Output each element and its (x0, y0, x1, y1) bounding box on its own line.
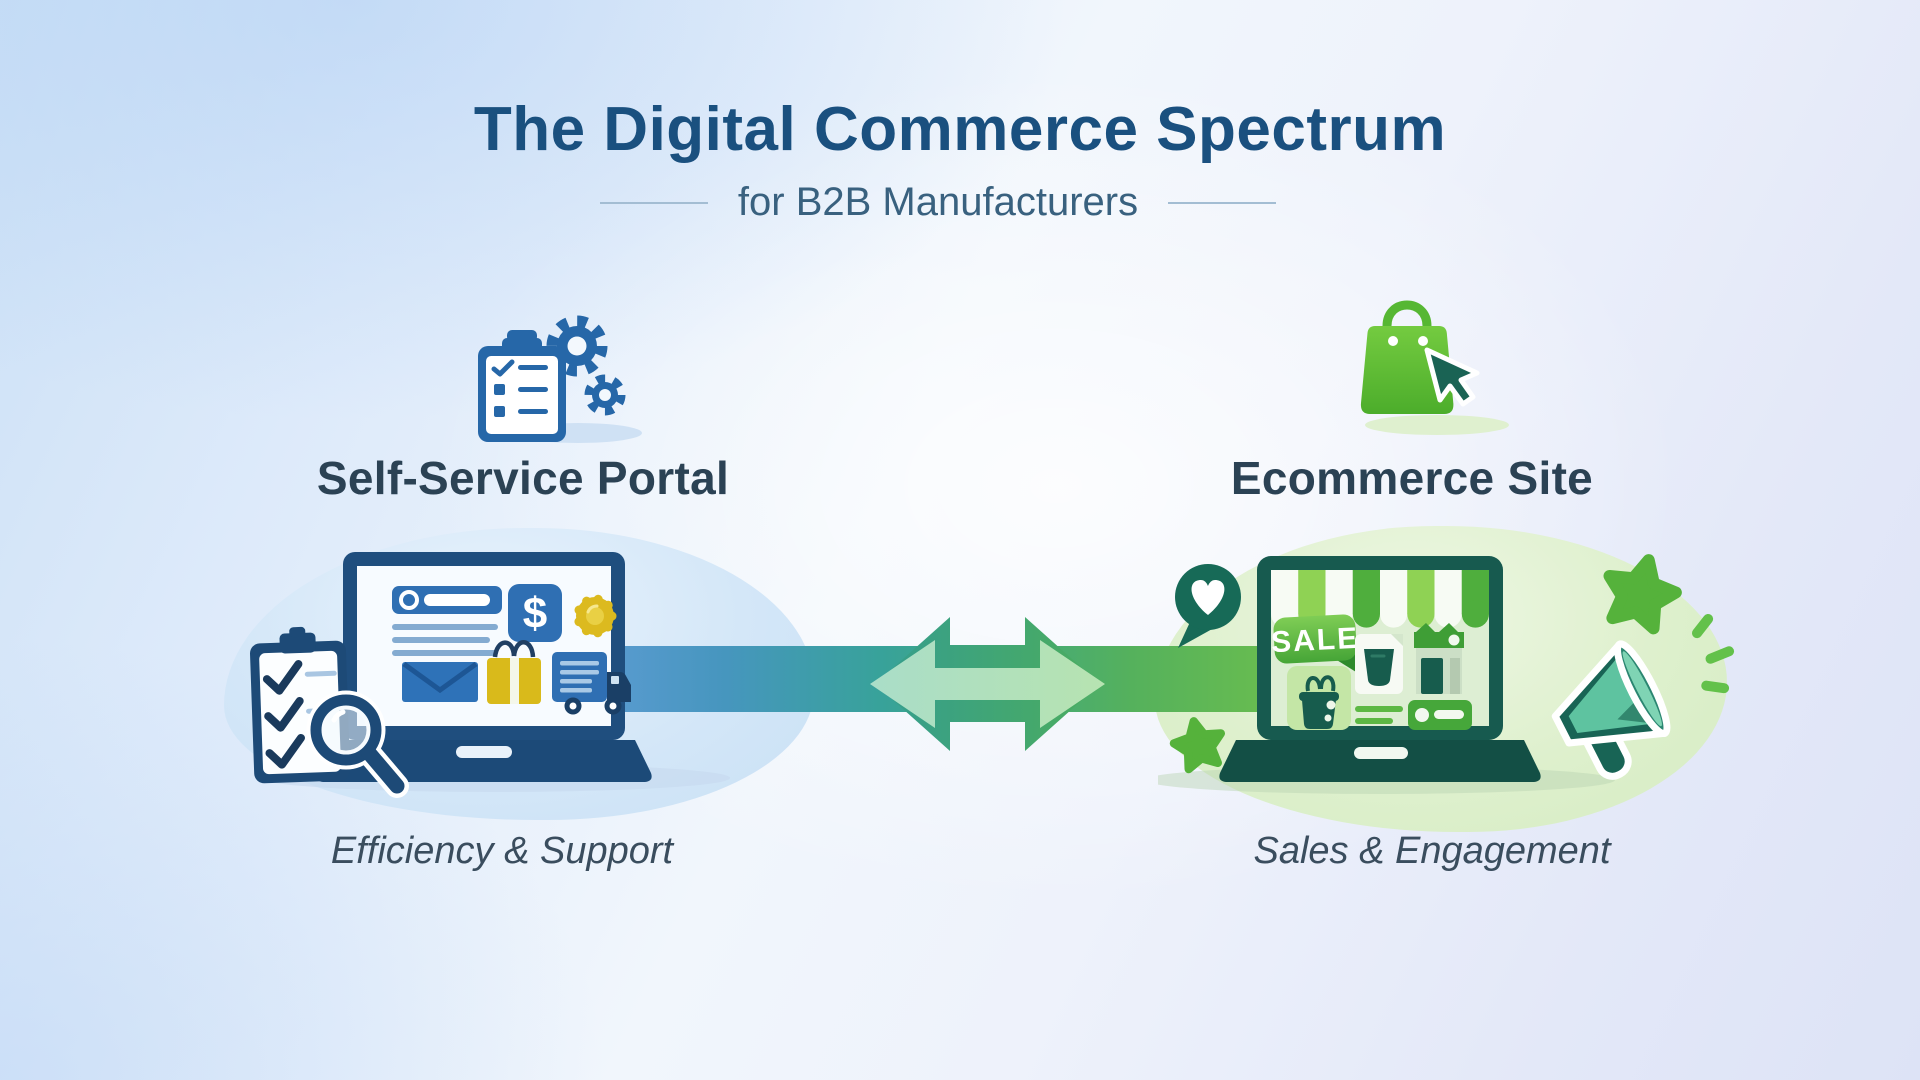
right-heading: Ecommerce Site (1230, 452, 1594, 504)
shopping-bag-icon (1360, 300, 1454, 414)
right-caption: Sales & Engagement (1253, 830, 1611, 872)
shopping-bag-cursor-icon (1360, 300, 1509, 435)
heart-bubble-icon (1175, 564, 1241, 648)
magnifier-icon (306, 690, 409, 798)
subtitle-right-rule (1168, 201, 1277, 204)
megaphone-icon (1551, 640, 1671, 780)
cursor-icon (1424, 347, 1480, 407)
gear-small-icon (584, 374, 626, 416)
svg-text:$: $ (523, 589, 547, 638)
delivery-truck-icon (552, 652, 631, 715)
clipboard-gears-icon (478, 315, 642, 443)
star-small-icon (1169, 717, 1226, 774)
screen-text-lines (392, 624, 498, 656)
buy-button (1408, 700, 1472, 730)
basket-tile-icon (1287, 666, 1351, 730)
screen-header-bar (392, 586, 502, 614)
svg-text:SALE: SALE (1270, 622, 1360, 660)
double-arrow-light (870, 640, 1105, 728)
subtitle-left-rule (599, 201, 708, 204)
page-title: The Digital Commerce Spectrum (473, 95, 1447, 164)
screen-text-lines (1355, 706, 1403, 724)
product-card-icon (1355, 634, 1403, 694)
dollar-tile-icon: $ (508, 584, 562, 642)
sound-dashes-icon (1692, 613, 1735, 694)
left-heading: Self-Service Portal (316, 452, 730, 504)
checklist-clipboard-icon (478, 330, 566, 442)
coin-badge-icon (573, 594, 617, 638)
gift-box-icon (487, 640, 541, 704)
sale-badge: SALE (1270, 614, 1360, 672)
envelope-icon (402, 661, 478, 702)
exchange-arrows-icon (870, 617, 1105, 751)
shop-icon (1414, 623, 1464, 694)
page-subtitle: for B2B Manufacturers (737, 180, 1139, 224)
gear-large-icon (546, 315, 608, 377)
subtitle-row: for B2B Manufacturers (0, 180, 1898, 225)
laptop-base (1219, 740, 1541, 782)
star-large-icon (1603, 554, 1682, 635)
self-service-portal-illustration: $ (249, 552, 730, 798)
storefront-laptop: SALE (1219, 556, 1541, 782)
ecommerce-site-illustration: SALE (1158, 554, 1735, 794)
left-caption: Efficiency & Support (330, 830, 674, 872)
icon-shadow (1365, 415, 1509, 435)
